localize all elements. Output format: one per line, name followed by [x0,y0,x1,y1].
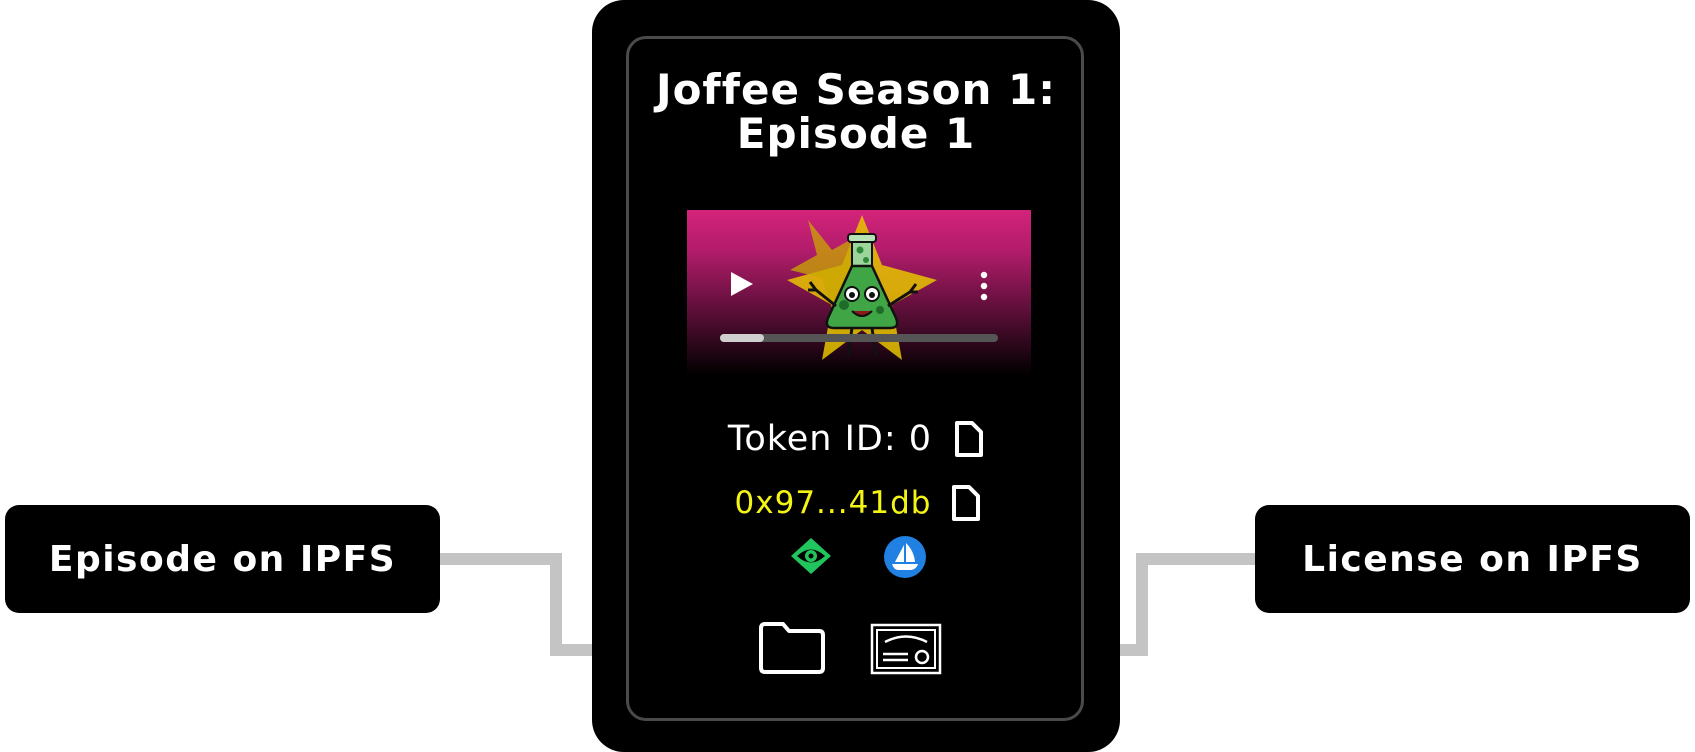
episode-callout: Episode on IPFS [5,505,440,613]
license-callout-label: License on IPFS [1302,538,1643,580]
copy-icon[interactable] [951,484,981,522]
title-line-1: Joffee Season 1: [655,65,1057,114]
certificate-icon[interactable] [870,623,942,675]
episode-callout-label: Episode on IPFS [48,538,397,580]
contract-address-label: 0x97...41db [734,485,932,521]
contract-address-row: 0x97...41db [592,478,1122,528]
license-callout: License on IPFS [1255,505,1690,613]
more-options-icon[interactable] [979,270,989,302]
video-player[interactable] [687,210,1031,375]
sailboat-icon[interactable] [884,536,926,578]
video-progress-fill [720,334,765,342]
episode-title: Joffee Season 1: Episode 1 [592,68,1120,156]
flask-character-illustration [787,215,937,360]
copy-icon[interactable] [954,420,984,458]
token-id-label: Token ID: 0 [727,419,933,459]
title-line-2: Episode 1 [736,109,976,158]
eye-icon[interactable] [790,536,832,576]
folder-icon[interactable] [757,620,827,676]
card-inner-border [626,36,1084,721]
external-links-row [592,536,1120,580]
video-progress-bar[interactable] [720,334,998,342]
token-id-row: Token ID: 0 [592,414,1120,464]
nft-card: Joffee Season 1: Episode 1 [592,0,1120,752]
play-icon[interactable] [729,270,755,298]
